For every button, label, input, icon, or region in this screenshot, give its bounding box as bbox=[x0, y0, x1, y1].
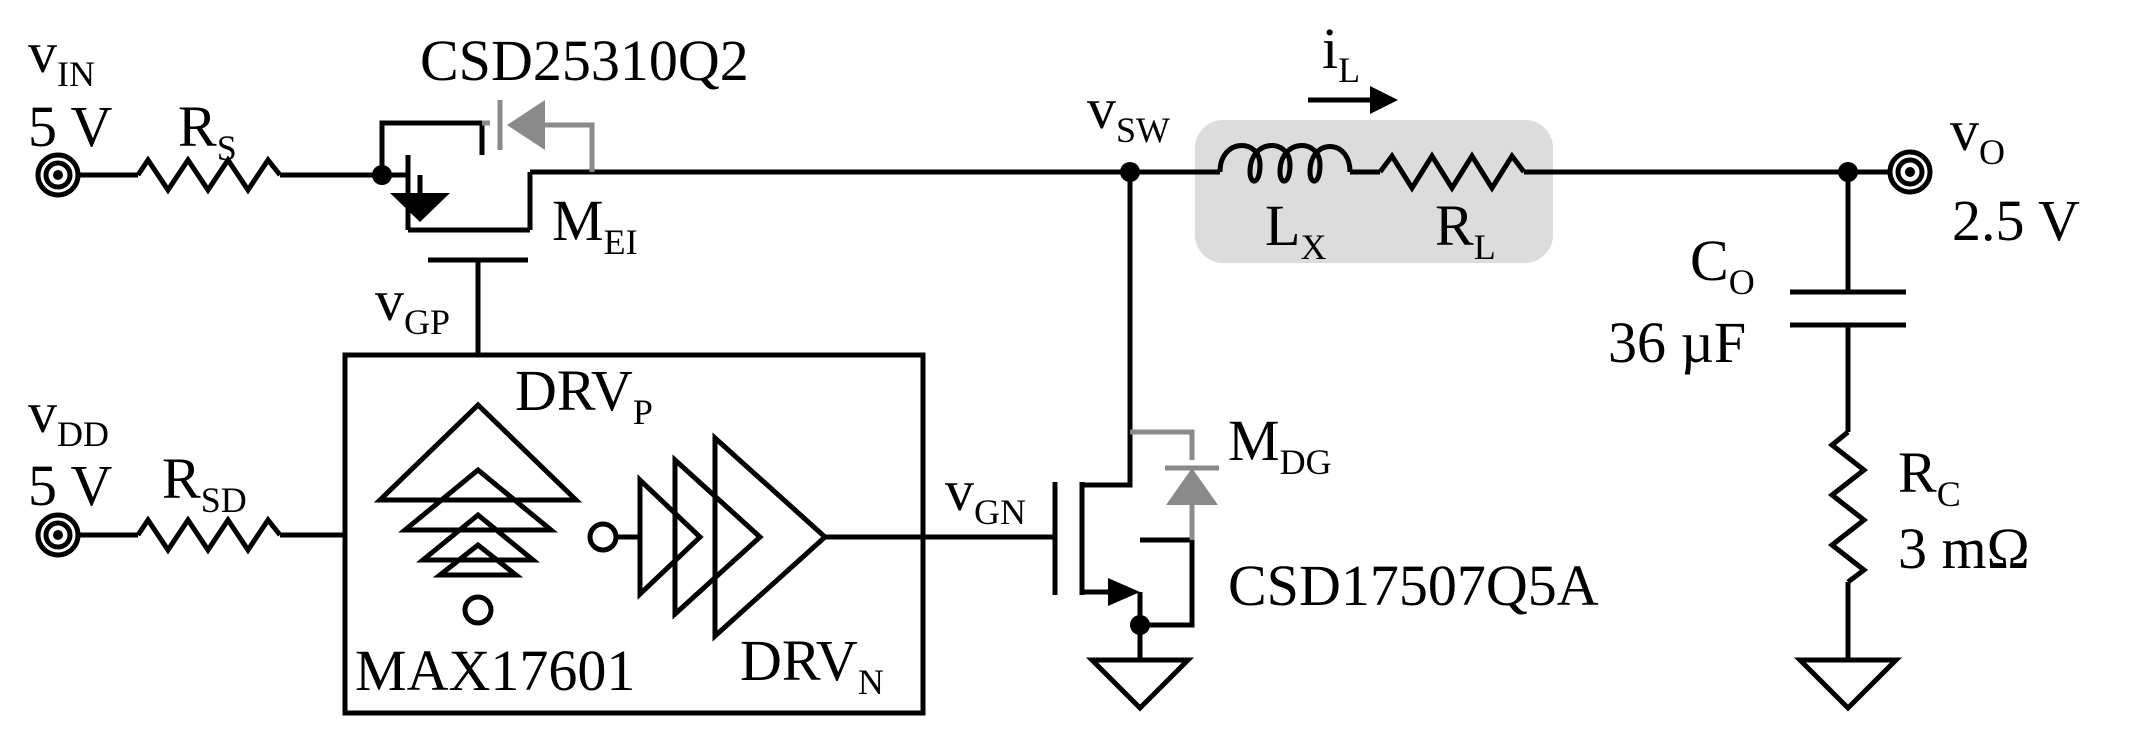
lx-rl-highlight-box bbox=[1195, 120, 1553, 263]
co-capacitor-icon bbox=[1790, 289, 1906, 328]
vgn-label: vGN bbox=[945, 458, 1026, 532]
lx-label: LX bbox=[1265, 193, 1326, 267]
nmos-icon bbox=[1052, 450, 1195, 660]
pmos-body-diode-icon bbox=[482, 100, 595, 172]
rc-label: RC bbox=[1898, 440, 1961, 514]
nmos-ground-icon bbox=[1085, 657, 1195, 712]
rl-resistor-icon bbox=[1378, 151, 1526, 193]
rsd-label: RSD bbox=[162, 446, 247, 520]
pmos-icon bbox=[379, 120, 1130, 355]
il-arrow-icon bbox=[1308, 86, 1398, 114]
rl-label: RL bbox=[1435, 193, 1496, 267]
drvp-label: DRVP bbox=[515, 358, 653, 432]
vgp-label: vGP bbox=[375, 268, 450, 342]
vo-label: vO bbox=[1950, 98, 2005, 172]
vin-label: vIN bbox=[28, 20, 95, 94]
vin-value: 5 V bbox=[28, 94, 112, 159]
rc-value: 3 mΩ bbox=[1898, 516, 2030, 581]
driver-ic-label: MAX17601 bbox=[355, 638, 635, 703]
vsw-label: vSW bbox=[1087, 76, 1170, 150]
rs-label: RS bbox=[178, 94, 237, 168]
drvp-buffer-icon bbox=[373, 401, 583, 626]
vo-terminal-icon bbox=[1887, 149, 1933, 195]
rc-resistor-icon bbox=[1827, 430, 1869, 584]
drvn-inverter-icon bbox=[587, 432, 829, 642]
co-label: CO bbox=[1690, 228, 1755, 302]
nmos-body-diode-icon bbox=[1130, 429, 1219, 540]
vdd-value: 5 V bbox=[28, 453, 112, 518]
vo-value: 2.5 V bbox=[1952, 188, 2080, 253]
mdg-label: MDG bbox=[1228, 408, 1332, 482]
rsd-resistor-icon bbox=[135, 515, 282, 555]
vdd-terminal-icon bbox=[35, 512, 81, 558]
output-ground-icon bbox=[1793, 657, 1903, 712]
nmos-part-label: CSD17507Q5A bbox=[1228, 553, 1599, 618]
rs-resistor-icon bbox=[135, 155, 282, 195]
vdd-label: vDD bbox=[28, 380, 109, 454]
vin-terminal-icon bbox=[35, 152, 81, 198]
il-label: iL bbox=[1322, 16, 1360, 90]
lx-inductor-icon bbox=[1217, 143, 1353, 184]
nmos-source-junction-dot bbox=[1130, 615, 1150, 635]
mei-label: MEI bbox=[552, 188, 638, 262]
pmos-part-label: CSD25310Q2 bbox=[420, 28, 749, 93]
drvn-label: DRVN bbox=[740, 628, 884, 702]
co-value: 36 µF bbox=[1608, 310, 1746, 375]
